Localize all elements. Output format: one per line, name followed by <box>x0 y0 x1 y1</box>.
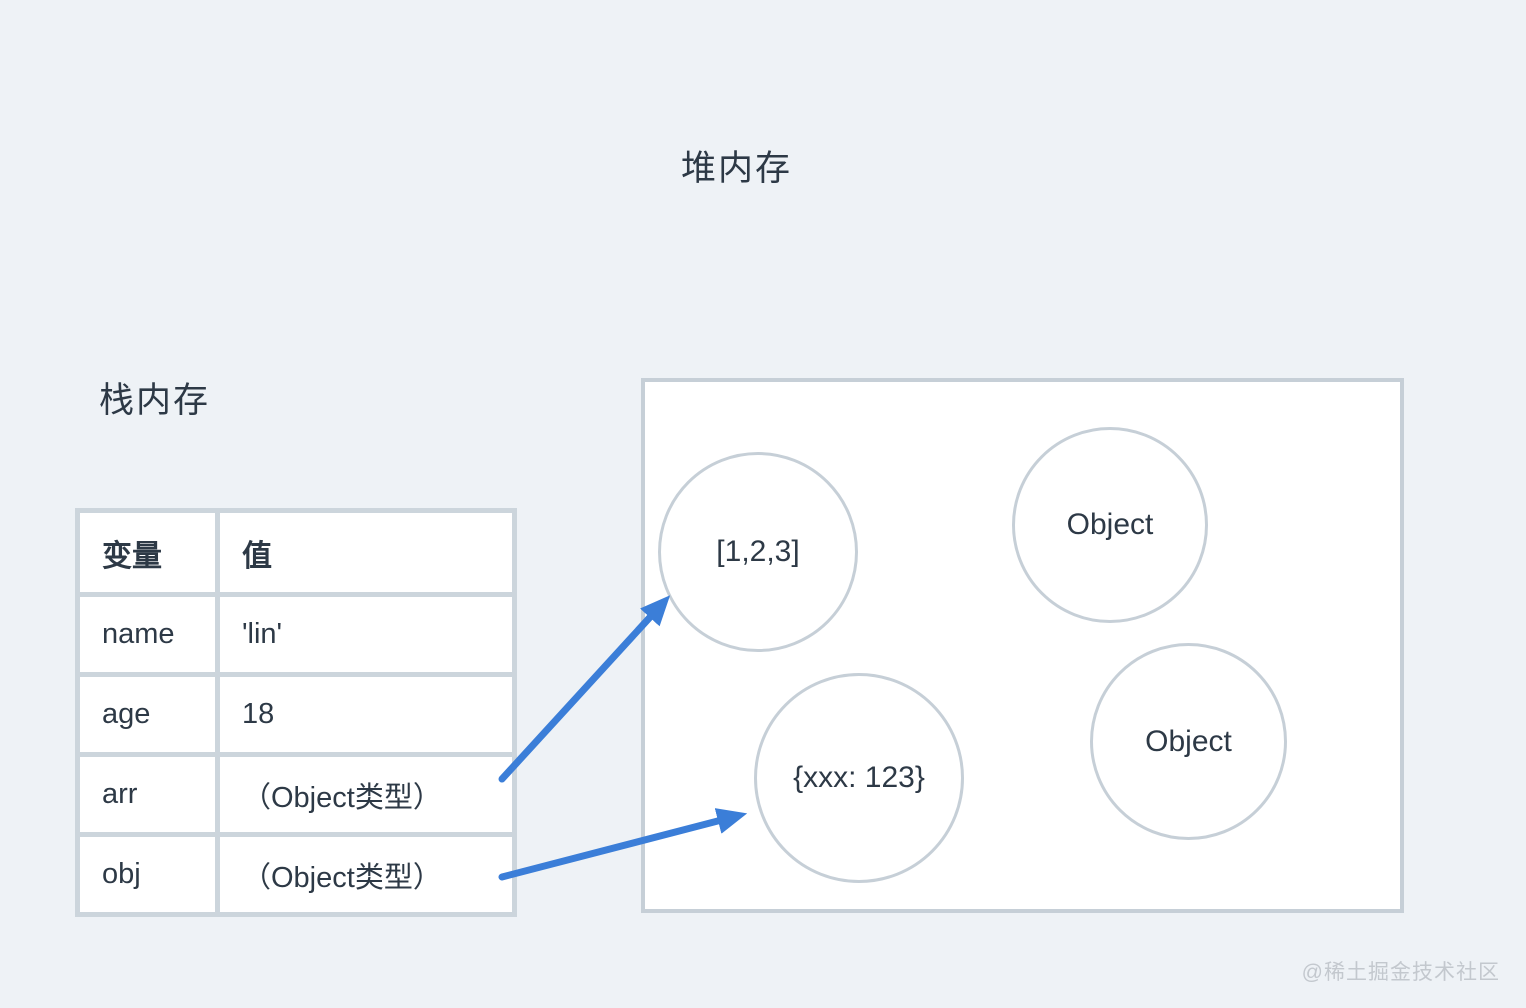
heap-object-literal-label: {xxx: 123} <box>793 761 925 794</box>
table-header-value: 值 <box>215 508 517 597</box>
table-row: arr （Object类型） <box>75 752 517 837</box>
value-cell: 18 <box>215 672 517 757</box>
variable-cell: arr <box>75 752 220 837</box>
table-header-row: 变量 值 <box>75 508 517 597</box>
table-header-variable: 变量 <box>75 508 220 597</box>
heap-object-top-label: Object <box>1066 508 1154 541</box>
value-cell: （Object类型） <box>215 752 517 837</box>
arrow-arr-to-array <box>498 595 671 783</box>
heap-object-array-label: [1,2,3] <box>716 535 800 568</box>
heap-object-top-circle: Object <box>1012 427 1208 623</box>
stack-variables-table: 变量 值 name 'lin' age 18 arr （Object类型） ob… <box>75 508 517 917</box>
heap-object-literal-circle: {xxx: 123} <box>754 673 964 883</box>
variable-cell: age <box>75 672 220 757</box>
heap-memory-title: 堆内存 <box>681 149 793 188</box>
table-row: obj （Object类型） <box>75 832 517 917</box>
table-row: name 'lin' <box>75 592 517 677</box>
table-row: age 18 <box>75 672 517 757</box>
variable-cell: name <box>75 592 220 677</box>
value-cell: （Object类型） <box>215 832 517 917</box>
heap-object-bottom-circle: Object <box>1090 643 1287 840</box>
variable-cell: obj <box>75 832 220 917</box>
juejin-watermark: @稀土掘金技术社区 <box>1301 961 1500 984</box>
stack-memory-title: 栈内存 <box>99 381 211 420</box>
heap-object-array-circle: [1,2,3] <box>658 452 858 652</box>
heap-object-bottom-label: Object <box>1145 724 1232 758</box>
value-cell: 'lin' <box>215 592 517 677</box>
